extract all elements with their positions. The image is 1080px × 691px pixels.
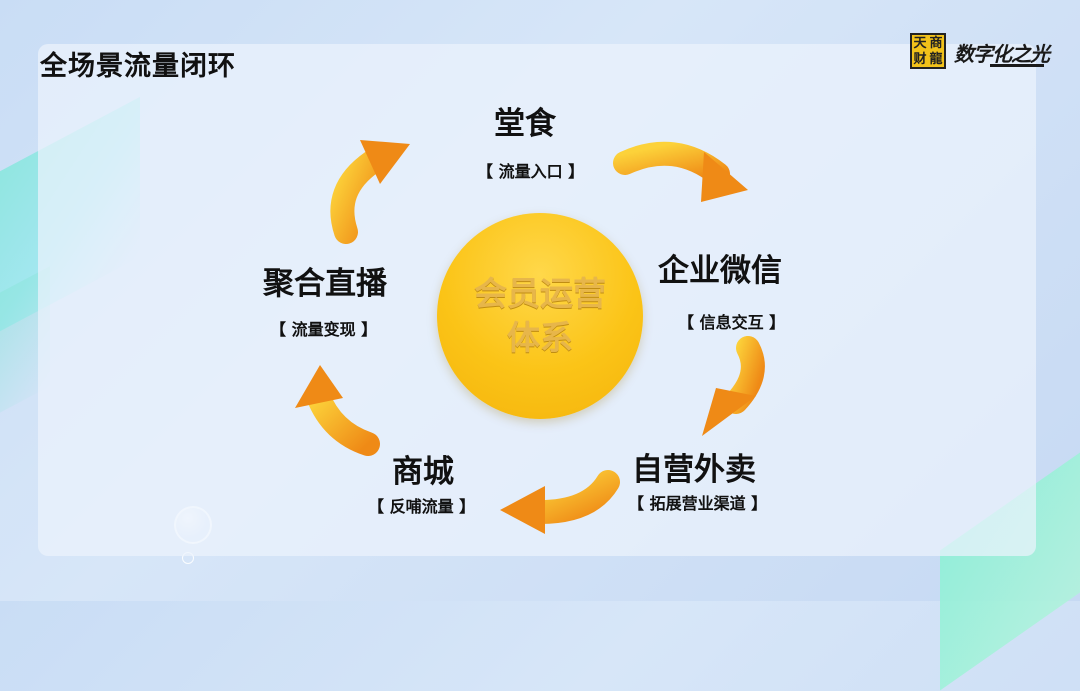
node-subtitle-mall: 【 反哺流量 】	[368, 497, 476, 516]
node-subtitle-dine-in: 【 流量入口 】	[477, 162, 585, 181]
node-subtitle-delivery: 【 拓展营业渠道 】	[628, 494, 768, 513]
arrow-bottom	[500, 470, 620, 534]
brand-seal-logo: 天 商 财 龍	[910, 33, 946, 69]
seal-char: 财	[913, 51, 927, 67]
node-title-live: 聚合直播	[263, 266, 387, 302]
brand-logo-underline	[990, 64, 1044, 67]
arrow-top-right	[613, 141, 748, 202]
node-subtitle-wecom: 【 信息交互 】	[678, 313, 786, 332]
cycle-arrows	[295, 140, 765, 534]
seal-char: 天	[913, 35, 927, 51]
node-subtitle-live: 【 流量变现 】	[270, 320, 378, 339]
center-circle	[437, 213, 643, 419]
brand-logo-text: 数字化之光	[954, 42, 1050, 66]
node-title-mall: 商城	[392, 454, 454, 490]
node-title-dine-in: 堂食	[494, 106, 556, 142]
seal-char: 龍	[929, 51, 943, 67]
arrow-left	[295, 365, 380, 456]
center-label: 会员运营 体系	[437, 272, 643, 360]
arrow-right	[702, 336, 765, 436]
node-title-wecom: 企业微信	[658, 253, 782, 289]
seal-char: 商	[929, 35, 943, 51]
center-label-line1: 会员运营	[474, 274, 606, 313]
page-title: 全场景流量闭环	[40, 51, 236, 82]
arrow-top-left	[330, 140, 410, 244]
node-title-delivery: 自营外卖	[632, 452, 756, 488]
center-label-line2: 体系	[507, 318, 573, 357]
